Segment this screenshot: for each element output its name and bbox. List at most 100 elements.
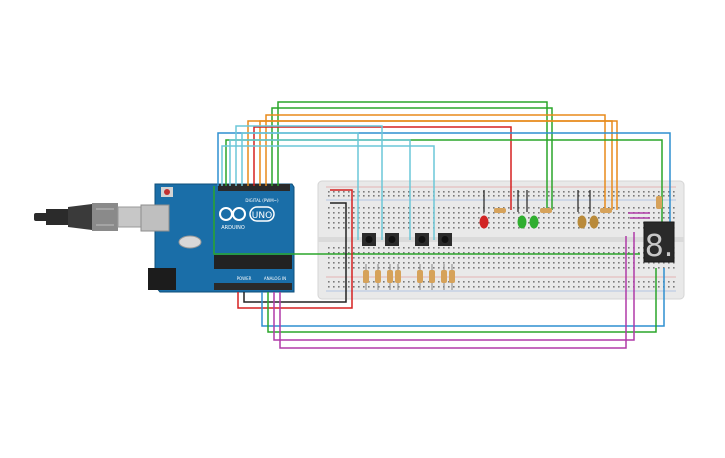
breadboard-hole[interactable] — [668, 267, 670, 269]
breadboard-hole[interactable] — [423, 222, 425, 224]
breadboard-hole[interactable] — [343, 267, 345, 269]
breadboard-hole[interactable] — [563, 286, 565, 288]
breadboard-hole[interactable] — [383, 217, 385, 219]
breadboard-hole[interactable] — [593, 191, 595, 193]
breadboard-hole[interactable] — [383, 247, 385, 249]
breadboard-hole[interactable] — [443, 247, 445, 249]
breadboard-hole[interactable] — [353, 195, 355, 197]
breadboard-hole[interactable] — [528, 267, 530, 269]
resistor[interactable] — [540, 208, 552, 213]
breadboard-hole[interactable] — [463, 281, 465, 283]
breadboard-hole[interactable] — [503, 286, 505, 288]
breadboard-hole[interactable] — [413, 286, 415, 288]
breadboard-hole[interactable] — [498, 281, 500, 283]
breadboard-hole[interactable] — [338, 227, 340, 229]
breadboard-hole[interactable] — [603, 227, 605, 229]
breadboard-hole[interactable] — [458, 195, 460, 197]
breadboard-hole[interactable] — [533, 212, 535, 214]
breadboard-hole[interactable] — [403, 257, 405, 259]
breadboard-hole[interactable] — [538, 217, 540, 219]
breadboard-hole[interactable] — [518, 191, 520, 193]
resistor[interactable] — [375, 264, 381, 290]
breadboard-hole[interactable] — [468, 195, 470, 197]
breadboard-hole[interactable] — [458, 227, 460, 229]
breadboard-hole[interactable] — [558, 247, 560, 249]
breadboard-hole[interactable] — [643, 286, 645, 288]
breadboard-hole[interactable] — [403, 191, 405, 193]
breadboard-hole[interactable] — [488, 262, 490, 264]
breadboard-hole[interactable] — [673, 267, 675, 269]
breadboard-hole[interactable] — [363, 222, 365, 224]
breadboard-hole[interactable] — [468, 222, 470, 224]
breadboard-hole[interactable] — [393, 227, 395, 229]
breadboard-hole[interactable] — [508, 281, 510, 283]
breadboard-hole[interactable] — [558, 207, 560, 209]
breadboard-hole[interactable] — [448, 257, 450, 259]
breadboard-hole[interactable] — [383, 191, 385, 193]
breadboard-hole[interactable] — [513, 257, 515, 259]
breadboard-hole[interactable] — [413, 212, 415, 214]
breadboard-hole[interactable] — [438, 207, 440, 209]
breadboard-hole[interactable] — [343, 191, 345, 193]
breadboard-hole[interactable] — [623, 222, 625, 224]
breadboard-hole[interactable] — [398, 247, 400, 249]
breadboard-hole[interactable] — [333, 262, 335, 264]
breadboard-hole[interactable] — [463, 267, 465, 269]
breadboard-hole[interactable] — [473, 212, 475, 214]
breadboard-hole[interactable] — [478, 222, 480, 224]
breadboard-hole[interactable] — [473, 247, 475, 249]
breadboard-hole[interactable] — [328, 252, 330, 254]
breadboard-hole[interactable] — [573, 262, 575, 264]
breadboard-hole[interactable] — [328, 247, 330, 249]
breadboard-hole[interactable] — [653, 267, 655, 269]
breadboard-hole[interactable] — [548, 247, 550, 249]
breadboard-hole[interactable] — [583, 207, 585, 209]
breadboard-hole[interactable] — [668, 207, 670, 209]
breadboard-hole[interactable] — [548, 191, 550, 193]
breadboard-hole[interactable] — [448, 222, 450, 224]
breadboard-hole[interactable] — [413, 247, 415, 249]
breadboard-hole[interactable] — [488, 257, 490, 259]
breadboard-hole[interactable] — [498, 257, 500, 259]
breadboard-hole[interactable] — [618, 257, 620, 259]
breadboard-hole[interactable] — [468, 217, 470, 219]
breadboard-hole[interactable] — [353, 262, 355, 264]
breadboard-hole[interactable] — [528, 191, 530, 193]
breadboard-hole[interactable] — [563, 247, 565, 249]
breadboard-hole[interactable] — [628, 267, 630, 269]
breadboard-hole[interactable] — [643, 267, 645, 269]
breadboard-hole[interactable] — [663, 262, 665, 264]
breadboard-hole[interactable] — [558, 281, 560, 283]
breadboard-hole[interactable] — [443, 222, 445, 224]
breadboard-hole[interactable] — [608, 227, 610, 229]
breadboard-hole[interactable] — [513, 195, 515, 197]
breadboard-hole[interactable] — [613, 191, 615, 193]
breadboard-hole[interactable] — [468, 207, 470, 209]
breadboard-hole[interactable] — [588, 217, 590, 219]
resistor[interactable] — [417, 264, 423, 290]
breadboard-hole[interactable] — [508, 212, 510, 214]
breadboard-hole[interactable] — [493, 262, 495, 264]
breadboard-hole[interactable] — [603, 195, 605, 197]
breadboard-hole[interactable] — [623, 262, 625, 264]
breadboard-hole[interactable] — [393, 207, 395, 209]
breadboard-hole[interactable] — [553, 262, 555, 264]
breadboard-hole[interactable] — [408, 227, 410, 229]
breadboard-hole[interactable] — [418, 247, 420, 249]
breadboard-hole[interactable] — [613, 247, 615, 249]
breadboard-hole[interactable] — [488, 286, 490, 288]
breadboard-hole[interactable] — [568, 267, 570, 269]
breadboard-hole[interactable] — [618, 195, 620, 197]
breadboard-hole[interactable] — [378, 212, 380, 214]
breadboard-hole[interactable] — [478, 227, 480, 229]
breadboard-hole[interactable] — [473, 286, 475, 288]
breadboard-hole[interactable] — [368, 195, 370, 197]
breadboard-hole[interactable] — [393, 247, 395, 249]
breadboard-hole[interactable] — [553, 222, 555, 224]
breadboard-hole[interactable] — [453, 252, 455, 254]
breadboard-hole[interactable] — [373, 247, 375, 249]
breadboard-hole[interactable] — [368, 286, 370, 288]
breadboard-hole[interactable] — [408, 247, 410, 249]
breadboard-hole[interactable] — [438, 262, 440, 264]
breadboard-hole[interactable] — [523, 281, 525, 283]
